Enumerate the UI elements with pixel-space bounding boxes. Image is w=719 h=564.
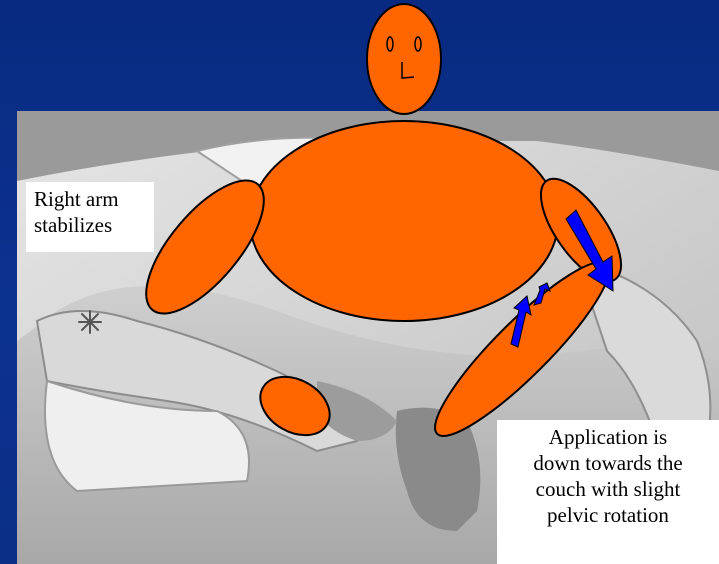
label-application-line-3: couch with slight	[503, 476, 713, 502]
label-right-arm-line-2: stabilizes	[34, 212, 154, 238]
stick-figure-head	[367, 4, 441, 114]
label-application: Application is down towards the couch wi…	[497, 420, 719, 564]
stick-figure-right-hand	[250, 365, 340, 447]
label-application-line-4: pelvic rotation	[503, 502, 713, 528]
label-right-arm-line-1: Right arm	[34, 186, 154, 212]
stick-figure-torso	[250, 121, 558, 321]
label-right-arm: Right arm stabilizes	[26, 182, 154, 252]
label-application-line-1: Application is	[503, 424, 713, 450]
label-application-line-2: down towards the	[503, 450, 713, 476]
